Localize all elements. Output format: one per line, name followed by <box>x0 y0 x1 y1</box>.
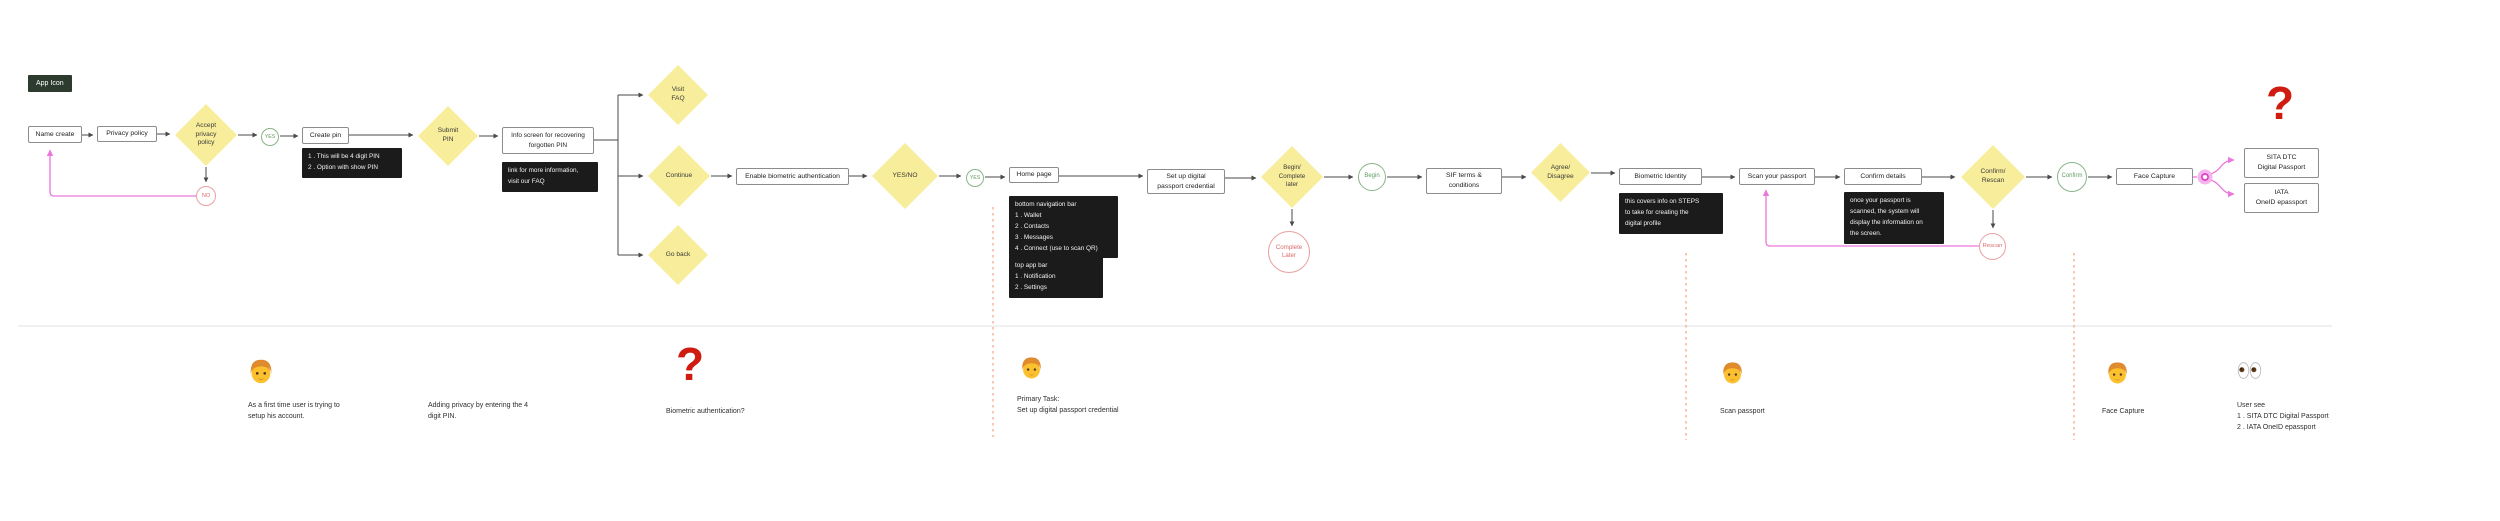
man-face-icon <box>2108 362 2127 384</box>
flow-circle-complete-later[interactable]: Complete Later <box>1268 231 1310 273</box>
flow-diamond-go-back[interactable]: Go back <box>648 225 708 285</box>
note-faq-link[interactable]: link for more information, visit our FAQ <box>502 162 598 192</box>
yes-no-label: YES/NO <box>892 171 918 179</box>
flow-box-sif-terms[interactable]: SIF terms & conditions <box>1426 168 1502 194</box>
go-back-label: Go back <box>665 250 691 258</box>
begin-complete-label: Begin/ Complete later <box>1278 164 1306 189</box>
branch-to-iata-line <box>2210 179 2235 198</box>
man-emoji[interactable] <box>1018 354 1045 381</box>
flow-circle-rescan[interactable]: Rescan <box>1979 233 2006 260</box>
submit-pin-label: Submit PIN <box>437 127 459 143</box>
man-emoji[interactable] <box>246 356 276 386</box>
eyes-emoji[interactable] <box>2236 360 2263 381</box>
flow-diamond-begin-complete[interactable]: Begin/ Complete later <box>1261 146 1323 208</box>
confirm-rescan-label: Confirm/ Rescan <box>1980 168 2006 184</box>
flow-circle-confirm[interactable]: Confirm <box>2057 162 2087 192</box>
agree-disagree-label: Agree/ Disagree <box>1547 163 1574 180</box>
flow-box-enable-biometric[interactable]: Enable biometric authentication <box>736 168 849 185</box>
question-mark-top[interactable]: ? <box>2266 77 2295 129</box>
flow-box-face-capture[interactable]: Face Capture <box>2116 168 2193 185</box>
flow-box-sita-dtc[interactable]: SITA DTC Digital Passport <box>2244 148 2319 178</box>
note-passport-scanned[interactable]: once your passport is scanned, the syste… <box>1844 192 1944 244</box>
flow-box-privacy-policy[interactable]: Privacy policy <box>97 126 157 142</box>
caption-user-see[interactable]: User see 1 . SITA DTC Digital Passport 2… <box>2237 402 2329 432</box>
flow-circle-begin[interactable]: Begin <box>1358 163 1386 191</box>
flow-box-create-pin[interactable]: Create pin <box>302 127 349 144</box>
no-loop-line <box>46 149 196 197</box>
man-face-icon <box>1723 362 1742 384</box>
flow-circle-yes-1[interactable]: YES <box>261 128 279 146</box>
caption-biometric-question[interactable]: Biometric authentication? <box>666 408 745 415</box>
flow-diamond-continue[interactable]: Continue <box>648 145 710 207</box>
man-face-icon <box>250 359 272 384</box>
visit-faq-label: Visit FAQ <box>671 86 685 102</box>
flow-box-setup-credential[interactable]: Set up digital passport credential <box>1147 169 1225 194</box>
caption-adding-privacy[interactable]: Adding privacy by entering the 4 digit P… <box>428 402 529 421</box>
flow-arrows <box>82 92 2113 258</box>
man-emoji[interactable] <box>2104 359 2131 386</box>
flow-box-scan-passport[interactable]: Scan your passport <box>1739 168 1815 185</box>
note-profile-steps[interactable]: this covers info on STEPS to take for cr… <box>1619 193 1723 234</box>
flow-box-home-page[interactable]: Home page <box>1009 167 1059 183</box>
flow-diamond-yes-no[interactable]: YES/NO <box>872 143 938 209</box>
flow-diamond-agree-disagree[interactable]: Agree/ Disagree <box>1531 143 1590 202</box>
app-icon-badge[interactable]: App Icon <box>28 75 72 92</box>
note-top-app-bar[interactable]: top app bar 1 . Notification 2 . Setting… <box>1009 257 1103 298</box>
man-face-icon <box>1022 357 1041 379</box>
caption-scan-passport[interactable]: Scan passport <box>1720 408 1765 415</box>
flow-circle-yes-2[interactable]: YES <box>966 169 984 187</box>
note-bottom-navigation[interactable]: bottom navigation bar 1 . Wallet 2 . Con… <box>1009 196 1118 259</box>
man-emoji[interactable] <box>1719 359 1746 386</box>
flow-diamond-accept-privacy[interactable]: Accept privacy policy <box>175 104 237 166</box>
branch-node[interactable] <box>2197 169 2213 185</box>
flow-box-iata-oneid[interactable]: IATA OneID epassport <box>2244 183 2319 213</box>
note-pin-details[interactable]: 1 . This will be 4 digit PIN 2 . Option … <box>302 148 402 178</box>
flow-diamond-submit-pin[interactable]: Submit PIN <box>418 106 478 166</box>
question-mark-biometric[interactable]: ? <box>676 338 705 390</box>
flow-circle-no[interactable]: NO <box>196 186 216 206</box>
caption-face-capture[interactable]: Face Capture <box>2102 408 2145 415</box>
rescan-loop-line <box>1762 189 1979 247</box>
flow-box-name-create[interactable]: Name create <box>28 126 82 143</box>
caption-primary-task[interactable]: Primary Task: Set up digital passport cr… <box>1017 396 1119 415</box>
flow-diamond-visit-faq[interactable]: Visit FAQ <box>648 65 708 125</box>
eyes-icon <box>2237 362 2262 379</box>
flow-diamond-confirm-rescan[interactable]: Confirm/ Rescan <box>1961 145 2025 209</box>
caption-first-user[interactable]: As a first time user is trying to setup … <box>248 402 340 421</box>
phase-divider-dashed-lines <box>992 207 2075 440</box>
flow-box-biometric-identity[interactable]: Biometric Identity <box>1619 168 1702 185</box>
flow-box-info-screen[interactable]: Info screen for recovering forgotten PIN <box>502 127 594 154</box>
accept-privacy-label: Accept privacy policy <box>195 121 217 147</box>
continue-label: Continue <box>665 171 693 179</box>
branch-to-sita-line <box>2210 156 2235 175</box>
flow-box-confirm-details[interactable]: Confirm details <box>1844 168 1922 185</box>
